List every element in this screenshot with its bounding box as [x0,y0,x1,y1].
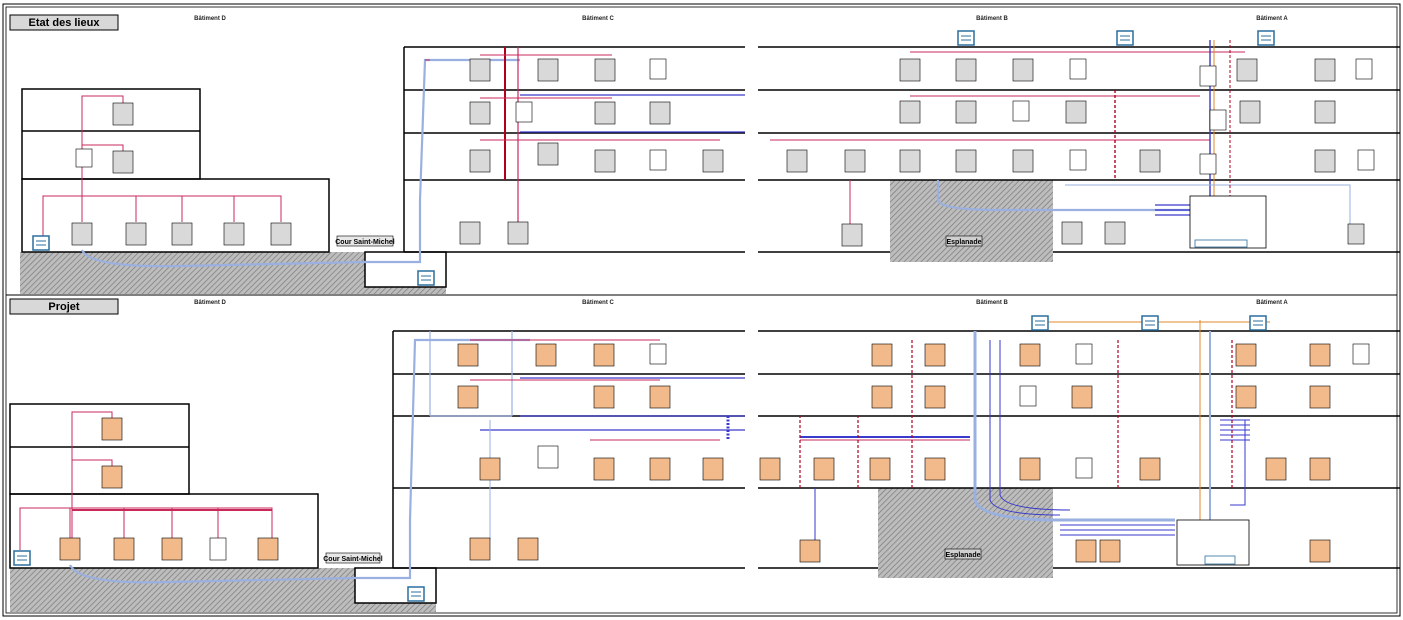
building-c-outline [364,46,745,288]
building-label-b: Bâtiment B [976,16,1008,22]
server-icon [13,315,1267,602]
server-icon-lines [36,35,1271,281]
svg-text:Projet: Projet [48,301,80,313]
svg-text:Esplanade: Esplanade [945,552,980,559]
ground-hatch [878,488,1053,578]
main-distribution-box [1189,195,1267,249]
building-label-a: Bâtiment A [1256,300,1288,306]
label-esplanade: Esplanade [945,235,983,247]
label-esplanade: Esplanade [944,548,982,560]
label-cour-saint-michel: Cour Saint-Michel [335,235,395,247]
ground-hatch [890,180,1053,262]
building-ba-outline [758,330,1400,569]
svg-text:Etat des lieux: Etat des lieux [29,17,101,29]
links-existing [42,40,1351,268]
section-title-existing: Etat des lieux [9,14,119,31]
section-title-project: Projet [9,298,119,315]
ground-hatch [10,568,436,612]
patch-panel [1194,239,1248,248]
server-icon [32,30,1275,286]
building-label-b: Bâtiment B [976,300,1008,306]
building-label-d: Bâtiment D [194,300,226,306]
building-label-c: Bâtiment C [582,16,614,22]
patch-panel [1204,555,1236,565]
building-d-outline [9,403,319,569]
building-label-d: Bâtiment D [194,16,226,22]
cabinets-project [59,343,1370,563]
server-icon-lines [17,320,1263,597]
svg-text:Cour Saint-Michel: Cour Saint-Michel [323,556,383,563]
svg-text:Cour Saint-Michel: Cour Saint-Michel [335,239,395,246]
building-ba-outline [758,46,1400,253]
cabinets-existing [71,58,1375,247]
building-label-c: Bâtiment C [582,300,614,306]
building-d-outline [21,88,330,253]
svg-text:Esplanade: Esplanade [946,239,981,246]
building-label-a: Bâtiment A [1256,16,1288,22]
links-project [19,320,1270,584]
label-cour-saint-michel: Cour Saint-Michel [323,552,383,564]
